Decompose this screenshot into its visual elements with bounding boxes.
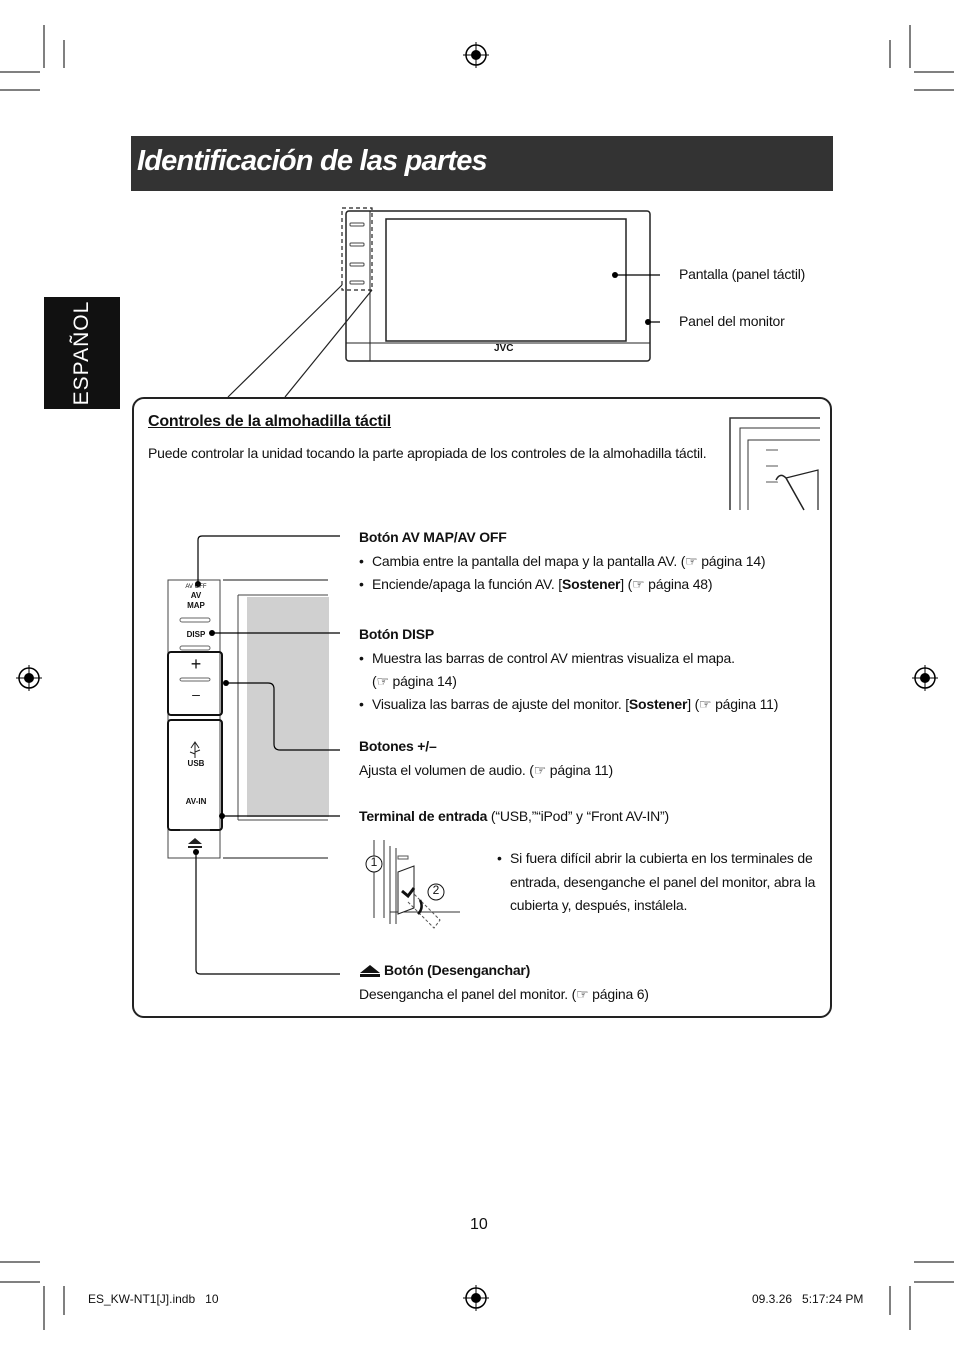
bullet-text: Visualiza las barras de ajuste del monit… [372, 696, 629, 712]
volume-desc: Ajusta el volumen de audio. (☞ página 11… [359, 762, 613, 778]
bullet-text: Cambia entre la pantalla del mapa y la p… [372, 553, 766, 569]
av-label: AV [190, 591, 202, 600]
registration-mark-right [912, 665, 938, 691]
section-title-bar: Identificación de las partes [131, 136, 833, 191]
note-line: Si fuera difícil abrir la cubierta en lo… [510, 850, 813, 866]
step-2-number: 2 [432, 883, 440, 897]
usb-label: USB [187, 759, 205, 768]
registration-mark-left [16, 665, 42, 691]
volume-title: Botones +/– [359, 738, 437, 754]
plus-label: + [190, 654, 202, 674]
bullet: • [359, 650, 364, 666]
av-off-label: AV OFF [185, 584, 207, 590]
monitor-illustration [227, 207, 660, 398]
registration-mark-bottom [463, 1285, 489, 1311]
av-in-label: AV-IN [185, 797, 207, 806]
brand-logo: JVC [494, 343, 514, 354]
disp-bullet-1: • Muestra las barras de control AV mient… [359, 650, 735, 666]
touchpad-strip-illustration [167, 535, 340, 975]
language-tab: ESPAÑOL [44, 297, 120, 409]
disp-bullet-2: • Visualiza las barras de ajuste del mon… [359, 696, 779, 713]
touch-hand-illustration [729, 417, 820, 511]
footer-timestamp: 09.3.26 5:17:24 PM [752, 1292, 864, 1306]
hold-label: Sostener [561, 576, 621, 592]
disp-label: DISP [186, 630, 206, 639]
touchpad-intro: Puede controlar la unidad tocando la par… [148, 445, 707, 461]
bullet-text: Enciende/apaga la función AV. [ [372, 576, 562, 592]
touchpad-heading: Controles de la almohadilla táctil [148, 413, 392, 430]
minus-label: – [192, 686, 200, 702]
eject-icon [360, 965, 380, 977]
bullet: • [359, 576, 364, 592]
bullet-text: ] (☞ página 48) [620, 576, 713, 592]
disp-title: Botón DISP [359, 626, 434, 642]
av-map-bullet-1: • Cambia entre la pantalla del mapa y la… [359, 553, 766, 570]
terminal-desc: (“USB,”“iPod” y “Front AV-IN”) [487, 808, 669, 824]
bullet: • [359, 553, 364, 569]
av-map-bullet-2: • Enciende/apaga la función AV. [Sostene… [359, 576, 713, 593]
bullet-text: ] (☞ página 11) [687, 696, 779, 712]
av-map-title: Botón AV MAP/AV OFF [359, 529, 507, 545]
step-1-number: 1 [370, 855, 378, 869]
terminal-cover-illustration [365, 840, 460, 929]
terminal-note: • Si fuera difícil abrir la cubierta en … [497, 847, 816, 918]
language-tab-label: ESPAÑOL [70, 300, 93, 406]
release-desc: Desengancha el panel del monitor. (☞ pág… [359, 986, 649, 1002]
map-label: MAP [187, 601, 205, 610]
disp-bullet-1-ref: (☞ página 14) [372, 673, 457, 689]
bullet: • [359, 696, 364, 712]
monitor-panel-label: Panel del monitor [679, 313, 785, 329]
footer-file: ES_KW-NT1[J].indb 10 [88, 1292, 219, 1306]
hold-label: Sostener [628, 696, 688, 712]
bullet-text: Muestra las barras de control AV mientra… [372, 650, 735, 666]
terminal-heading: Terminal de entrada (“USB,”“iPod” y “Fro… [359, 808, 669, 824]
release-title: Botón (Desenganchar) [384, 962, 531, 978]
terminal-title: Terminal de entrada [359, 808, 488, 824]
registration-mark-top [463, 42, 489, 68]
page-number: 10 [470, 1216, 488, 1233]
bullet: • [497, 850, 502, 866]
note-line: entrada, desenganche el panel del monito… [510, 873, 816, 890]
screen-label: Pantalla (panel táctil) [679, 266, 806, 282]
page-title: Identificación de las partes [137, 145, 488, 177]
note-line: cubierta y, después, instálela. [510, 897, 688, 913]
